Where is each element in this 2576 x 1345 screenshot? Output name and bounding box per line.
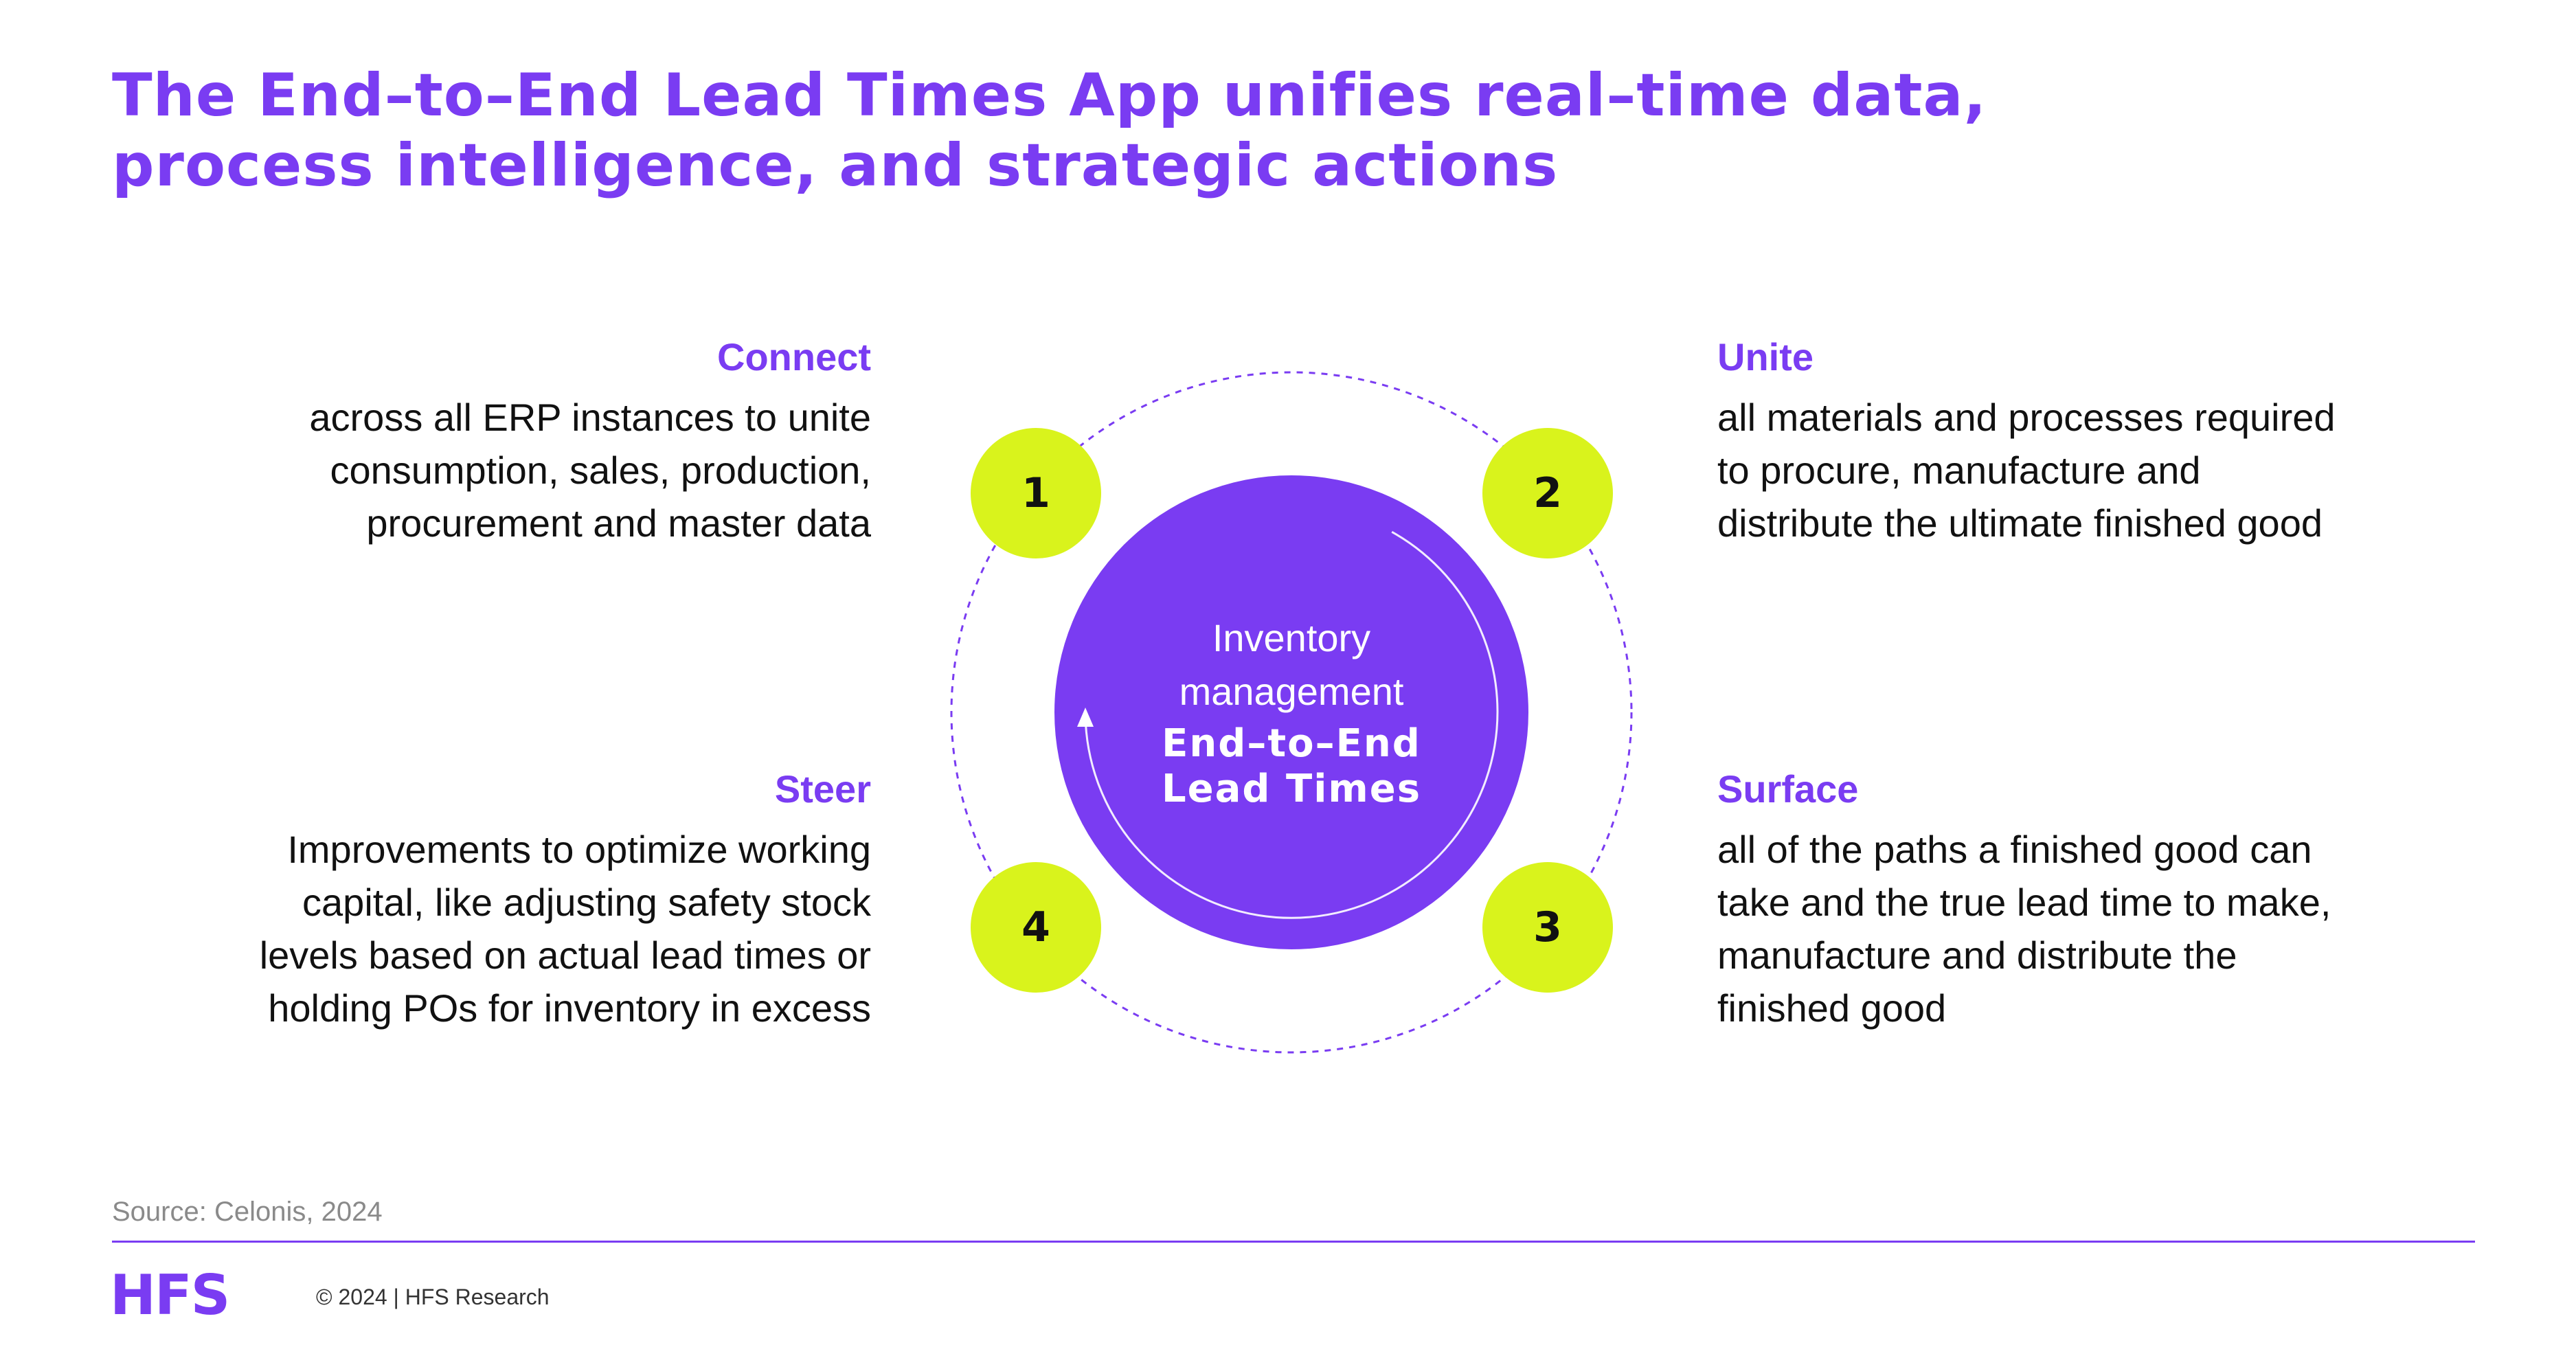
step-steer-description: Improvements to optimize working capital… [184,823,871,1035]
step-surface: Surface all of the paths a finished good… [1717,765,2404,1035]
step-connect: Connect across all ERP instances to unit… [184,333,871,550]
badge-4-number: 4 [1021,903,1050,951]
step-connect-description: across all ERP instances to unite consum… [184,391,871,550]
source-note: Source: Celonis, 2024 [112,1197,383,1227]
step-steer-line: levels based on actual lead times or [259,934,871,977]
footer-divider [112,1241,2475,1243]
badge-3-number: 3 [1533,903,1562,951]
step-surface-heading: Surface [1717,767,1859,811]
center-title: End–to–End Lead Times [1058,721,1525,812]
copyright-notice: © 2024 | HFS Research [316,1285,550,1309]
center-cycle-arc [1084,530,1499,919]
step-unite-heading: Unite [1717,335,1814,378]
step-unite-line: to procure, manufacture and [1717,449,2201,492]
step-unite: Unite all materials and processes requir… [1717,333,2404,550]
step-steer-line: capital, like adjusting safety stock [302,881,871,924]
badge-1-circle [971,428,1101,558]
step-connect-line: consumption, sales, production, [330,449,871,492]
center-cycle-arrowhead [1077,708,1094,727]
hfs-logo: HFS [110,1263,230,1327]
page-title-line-2: process intelligence, and strategic acti… [112,131,1559,200]
step-unite-description: all materials and processes required to … [1717,391,2404,550]
step-surface-line: manufacture and distribute the [1717,934,2237,977]
center-title-line-2: Lead Times [1161,767,1422,811]
step-steer-heading: Steer [774,767,871,811]
step-connect-line: across all ERP instances to unite [309,396,871,439]
step-surface-line: all of the paths a finished good can [1717,828,2312,871]
page-title: The End–to–End Lead Times App unifies re… [112,60,2448,201]
badge-2-circle [1482,428,1613,558]
badge-3-circle [1482,862,1613,993]
step-steer: Steer Improvements to optimize working c… [184,765,871,1035]
step-surface-line: take and the true lead time to make, [1717,881,2331,924]
outer-dashed-ring [950,371,1633,1054]
step-surface-description: all of the paths a finished good can tak… [1717,823,2404,1035]
center-subtitle: Inventory management [1058,611,1525,719]
step-unite-line: all materials and processes required [1717,396,2336,439]
badge-1-number: 1 [1021,469,1050,517]
center-title-line-1: End–to–End [1162,721,1421,766]
step-surface-line: finished good [1717,986,1947,1030]
page-title-line-1: The End–to–End Lead Times App unifies re… [112,61,1987,130]
badge-2-number: 2 [1533,469,1562,517]
center-circle [1054,475,1528,949]
step-connect-line: procurement and master data [366,501,871,545]
step-steer-line: holding POs for inventory in excess [268,986,871,1030]
step-connect-heading: Connect [717,335,871,378]
badge-4-circle [971,862,1101,993]
step-unite-line: distribute the ultimate finished good [1717,501,2323,545]
center-subtitle-line-1: Inventory [1212,616,1371,659]
step-steer-line: Improvements to optimize working [287,828,871,871]
center-subtitle-line-2: management [1179,670,1404,713]
